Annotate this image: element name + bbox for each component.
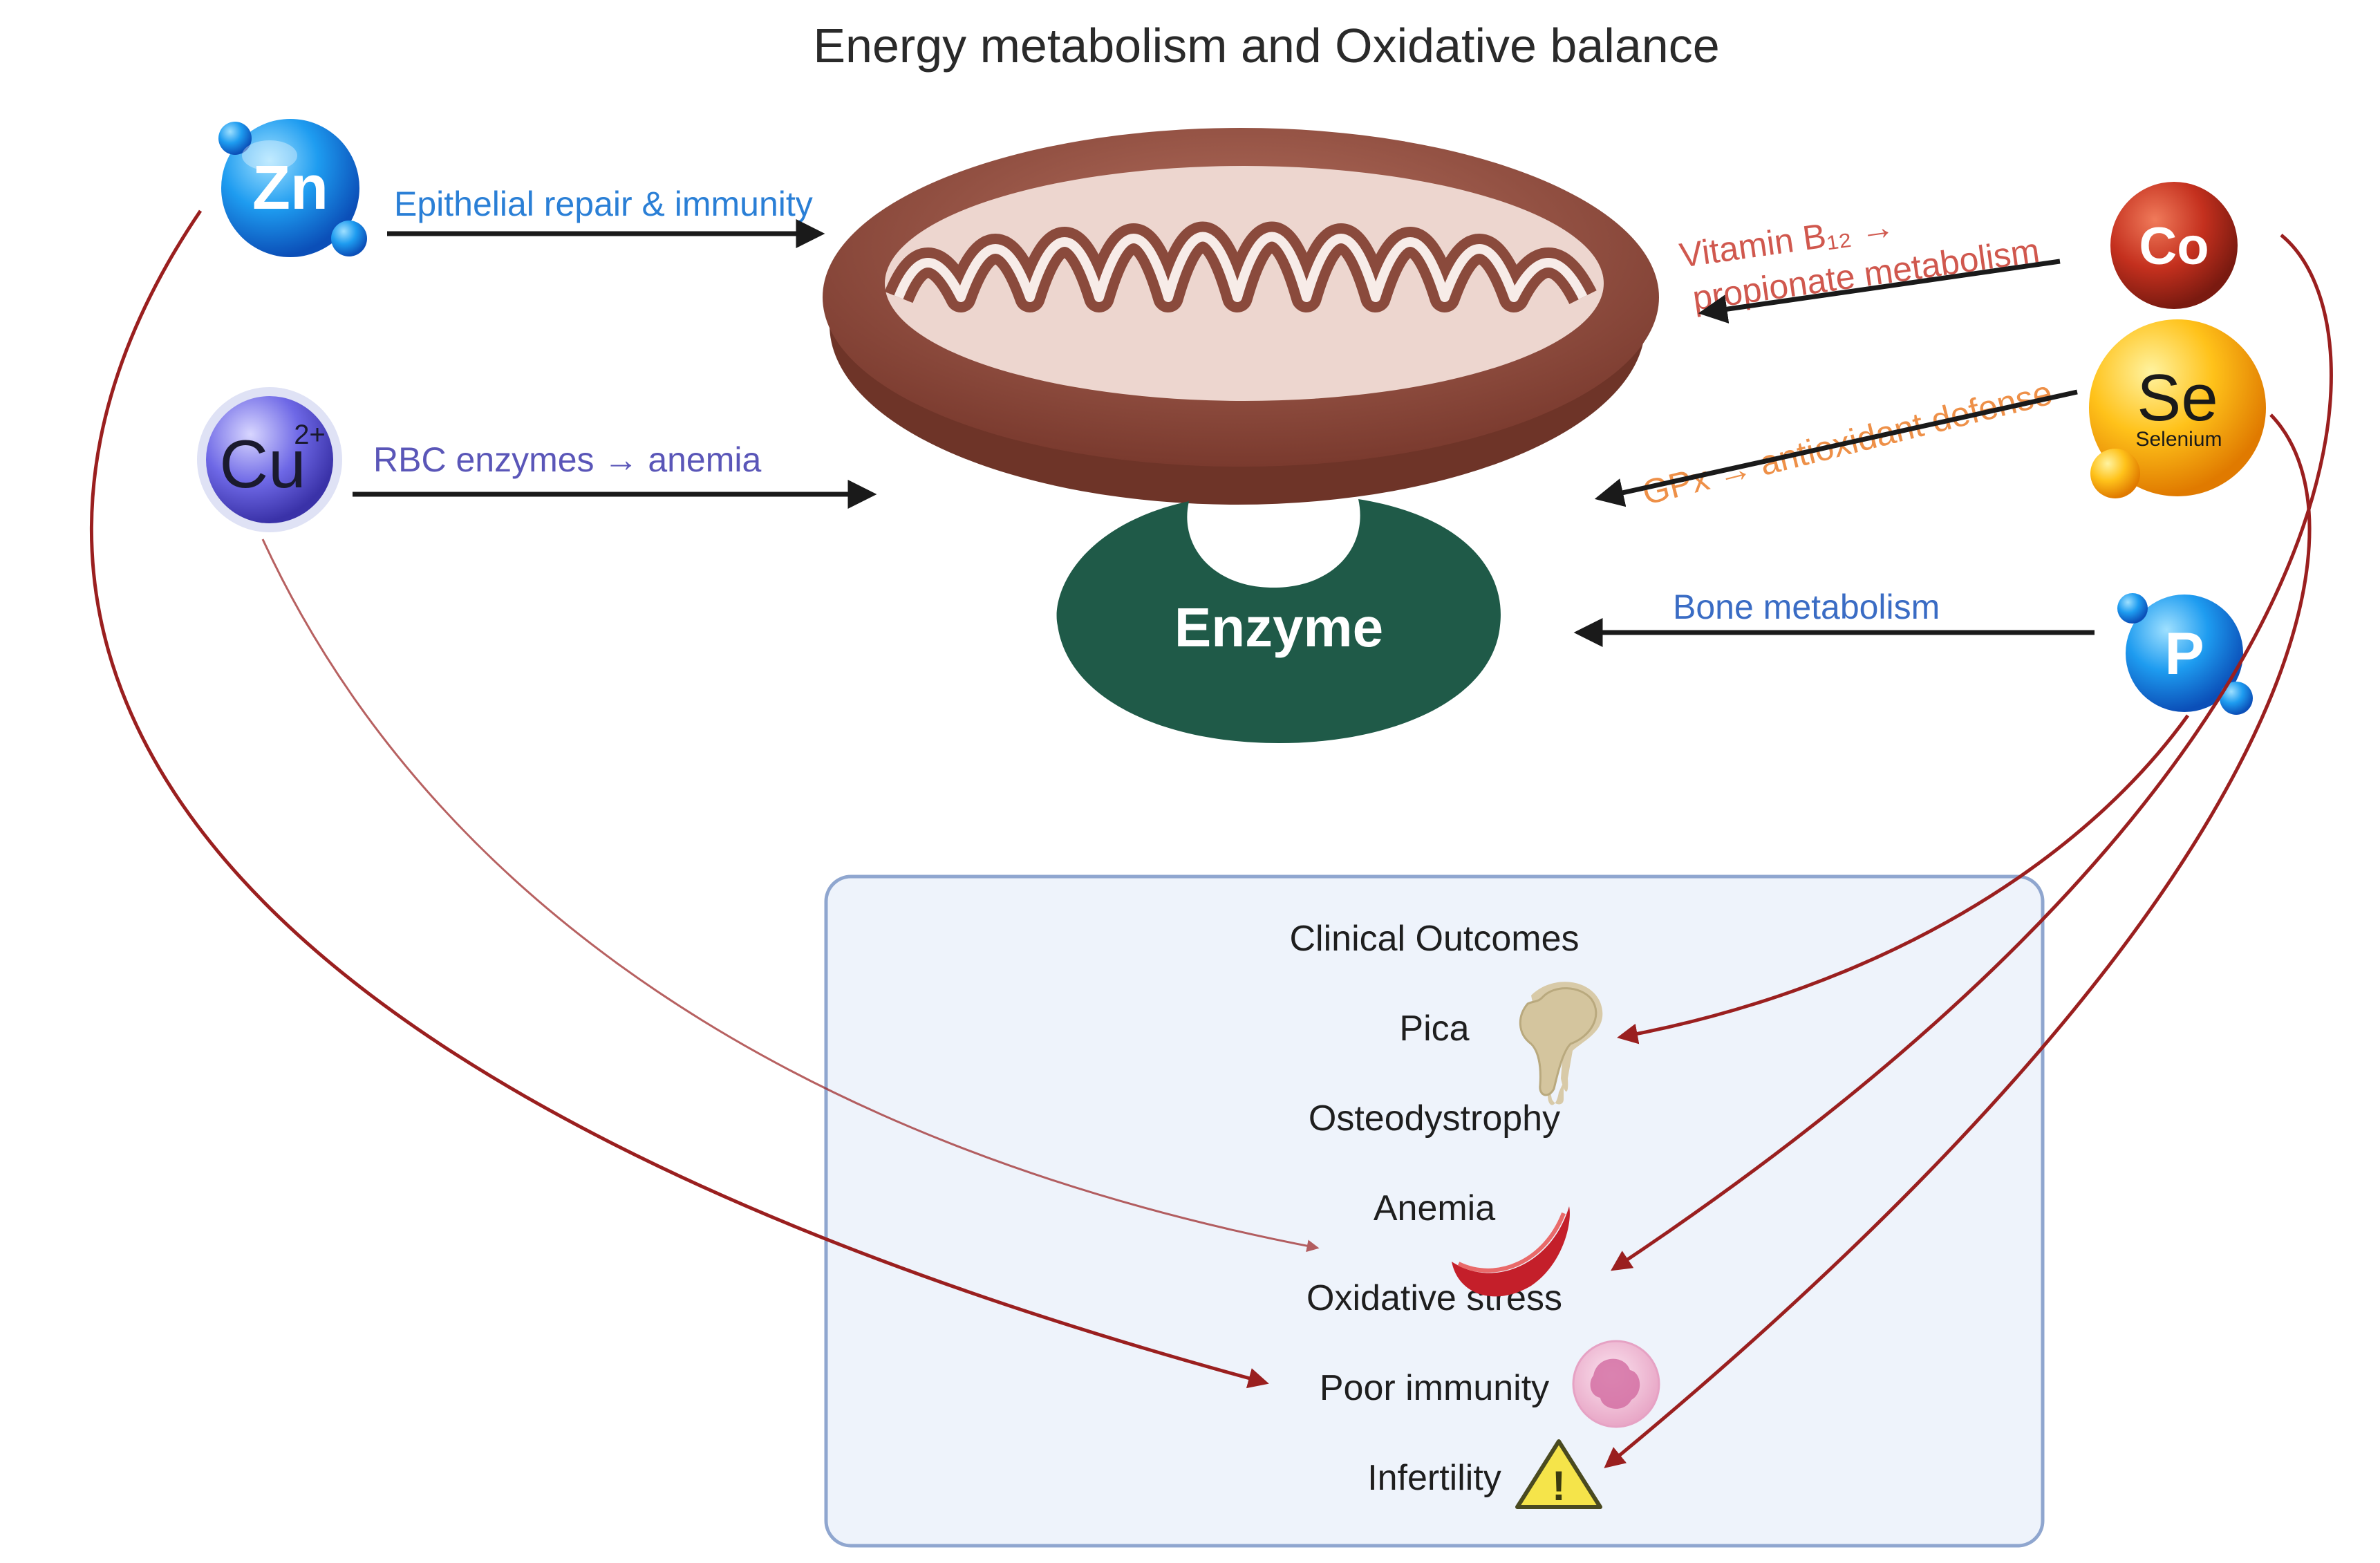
- enzyme-label: Enzyme: [1174, 597, 1383, 658]
- arrow-p-to-pica: [1617, 714, 2190, 1045]
- selenium-symbol: Se: [2137, 361, 2218, 435]
- zinc-label: Epithelial repair & immunity: [394, 185, 813, 223]
- outcome-osteodystrophy: Osteodystrophy: [1309, 1098, 1560, 1139]
- outcome-poor-immunity: Poor immunity: [1320, 1368, 1549, 1408]
- cobalt-atom-icon: [2110, 182, 2238, 309]
- clinical-outcomes-panel: [824, 874, 2045, 1548]
- arrow-co-to-mitochondrion: [1698, 259, 2061, 324]
- selenium-name: Selenium: [2135, 428, 2222, 451]
- phosphorus-atom-icon: [2117, 593, 2253, 715]
- copper-symbol: Cu: [219, 426, 306, 502]
- zinc-atom-icon: [218, 119, 367, 257]
- outcome-anemia: Anemia: [1374, 1188, 1495, 1228]
- copper-label: RBC enzymes → anemia: [373, 440, 761, 479]
- arrow-zn-to-poor-immunity: [89, 209, 1269, 1389]
- outcome-infertility: Infertility: [1367, 1458, 1501, 1498]
- zinc-symbol: Zn: [252, 153, 328, 223]
- clinical-outcomes-title: Clinical Outcomes: [1289, 919, 1579, 959]
- enzyme-shape: [1056, 499, 1501, 743]
- page-title: Energy metabolism and Oxidative balance: [813, 19, 1719, 73]
- arrow-cu-to-oxidative-stress: [261, 539, 1320, 1253]
- copper-atom-icon: [197, 387, 342, 532]
- phosphorus-label: Bone metabolism: [1673, 588, 1940, 626]
- arrow-se-to-infertility: [1604, 413, 2312, 1468]
- red-blood-cell-icon: [1452, 1206, 1570, 1297]
- immune-cell-icon: [1572, 1340, 1660, 1428]
- bone-icon: [1519, 982, 1603, 1105]
- outcome-pica: Pica: [1399, 1009, 1469, 1049]
- warning-icon-glyph: !: [1552, 1463, 1566, 1509]
- phosphorus-symbol: P: [2164, 621, 2204, 687]
- mitochondrion-illustration: [823, 128, 1659, 505]
- copper-charge: 2+: [294, 420, 326, 450]
- selenium-atom-icon: [2089, 319, 2266, 498]
- arrow-se-to-mitochondrion: [1594, 389, 2078, 507]
- warning-icon: [1515, 1439, 1602, 1509]
- arrow-co-to-oxidative-stress: [1611, 234, 2333, 1271]
- cobalt-symbol: Co: [2139, 217, 2209, 276]
